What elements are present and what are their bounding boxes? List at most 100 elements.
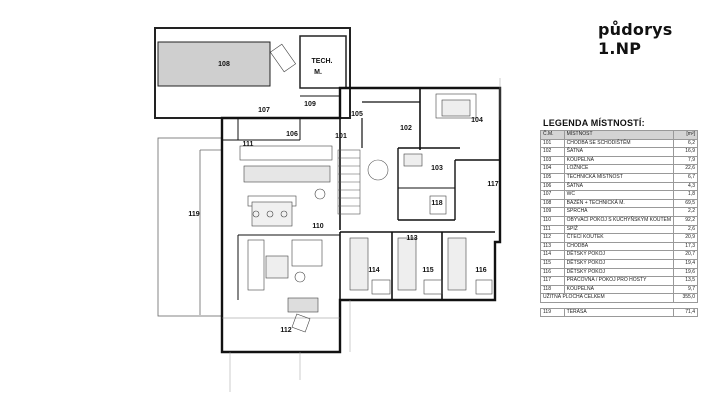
legend-room-number: 103: [540, 155, 565, 166]
legend-room-name: KOUPELNA: [563, 284, 675, 295]
legend-room-name: WC: [563, 190, 675, 200]
legend-terrace-area: 71,4: [673, 307, 698, 318]
legend-room-name: DĚTSKÝ POKOJ: [563, 250, 675, 260]
room-label-108: 108: [218, 61, 230, 68]
legend-room-number: 102: [540, 147, 565, 157]
legend-room-name: PRACOVNA / POKOJ PRO HOSTY: [563, 276, 675, 286]
legend-row: [540, 301, 698, 309]
legend-room-name: ŠATNA: [563, 181, 675, 192]
legend-room-area: 9,7: [673, 284, 698, 295]
legend-room-name: SPRCHA: [563, 207, 675, 217]
legend-room-number: 113: [540, 241, 565, 252]
legend-room-area: 22,6: [673, 164, 698, 174]
building-walls: [220, 86, 502, 354]
legend-room-name: SPÍŽ: [563, 224, 675, 235]
legend-room-number: 104: [540, 164, 565, 174]
living-furniture: [247, 239, 323, 333]
room-label-114: 114: [368, 267, 379, 274]
legend-room-area: 13,5: [673, 276, 698, 286]
legend-room-number: 107: [540, 190, 565, 200]
legend-room-name: BAZÉN + TECHNICKÁ M.: [563, 198, 675, 209]
room-label-101: 101: [335, 133, 347, 140]
legend-room-number: 111: [540, 224, 565, 235]
legend-gap-1: [540, 301, 565, 309]
room-label-103: 103: [431, 165, 443, 172]
legend-room-number: 116: [540, 267, 565, 278]
room-label-118: 118: [431, 200, 442, 207]
site-lines: [229, 78, 501, 392]
plan-heading: půdorys 1.NP: [598, 20, 673, 58]
legend-title: LEGENDA MÍSTNOSTÍ:: [543, 118, 645, 128]
legend-header-name: MÍSTNOST: [563, 130, 675, 140]
legend-room-number: 109: [540, 207, 565, 217]
legend-room-number: 110: [540, 215, 565, 226]
room-label-117: 117: [487, 181, 498, 188]
legend-room-name: DĚTSKÝ POKOJ: [563, 267, 675, 278]
legend-room-area: 69,5: [673, 198, 698, 209]
legend-room-number: 101: [540, 138, 565, 149]
legend-room-number: 108: [540, 198, 565, 209]
legend-room-number: 117: [540, 276, 565, 286]
legend-room-area: 19,6: [673, 267, 698, 278]
room-legend: LEGENDA MÍSTNOSTÍ: Č.M. MÍSTNOST [m²] 10…: [539, 118, 698, 318]
staircase: [337, 149, 389, 215]
legend-room-name: DĚTSKÝ POKOJ: [563, 258, 675, 269]
room-label-116: 116: [475, 267, 486, 274]
legend-terrace-name: TERASA: [563, 307, 675, 318]
legend-room-area: 2,2: [673, 207, 698, 217]
kitchen-furniture: [239, 145, 333, 227]
legend-room-area: 6,2: [673, 138, 698, 149]
room-label-111: 111: [243, 141, 254, 148]
legend-total-label: UŽITNÁ PLOCHA CELKEM: [539, 293, 675, 303]
room-label-102: 102: [400, 125, 412, 132]
legend-room-area: 20,9: [673, 233, 698, 243]
room-label-109: 109: [304, 101, 316, 108]
legend-room-area: 92,2: [673, 215, 698, 226]
legend-room-name: CHODBA SE SCHODIŠTĚM: [563, 138, 675, 149]
legend-room-area: 17,3: [673, 241, 698, 252]
legend-room-area: 6,7: [673, 172, 698, 183]
legend-gap-2: [564, 301, 674, 309]
legend-header-area: [m²]: [673, 130, 698, 140]
room-label-112: 112: [280, 327, 291, 334]
legend-terrace-number: 119: [540, 307, 565, 318]
legend-header-row: Č.M. MÍSTNOST [m²]: [540, 130, 698, 140]
legend-room-number: 112: [540, 233, 565, 243]
room-label-119: 119: [188, 211, 199, 218]
legend-room-area: 2,6: [673, 224, 698, 235]
room-label-106: 106: [286, 131, 298, 138]
legend-header-number: Č.M.: [540, 130, 565, 140]
bedroom-furniture: [349, 93, 493, 295]
legend-room-area: 1,8: [673, 190, 698, 200]
legend-room-area: 20,7: [673, 250, 698, 260]
room-label-113: 113: [406, 235, 417, 242]
legend-room-name: ŠATNA: [563, 147, 675, 157]
legend-room-area: 4,3: [673, 181, 698, 192]
legend-room-name: ČTECÍ KOUTEK: [563, 233, 675, 243]
legend-room-area: 19,4: [673, 258, 698, 269]
legend-gap-3: [673, 301, 698, 309]
tech-room-label-1: TECH.: [312, 58, 333, 65]
legend-room-number: 105: [540, 172, 565, 183]
room-label-107: 107: [258, 107, 270, 114]
terrace-119-outline: [157, 137, 223, 317]
legend-room-number: 106: [540, 181, 565, 192]
room-label-115: 115: [422, 267, 433, 274]
